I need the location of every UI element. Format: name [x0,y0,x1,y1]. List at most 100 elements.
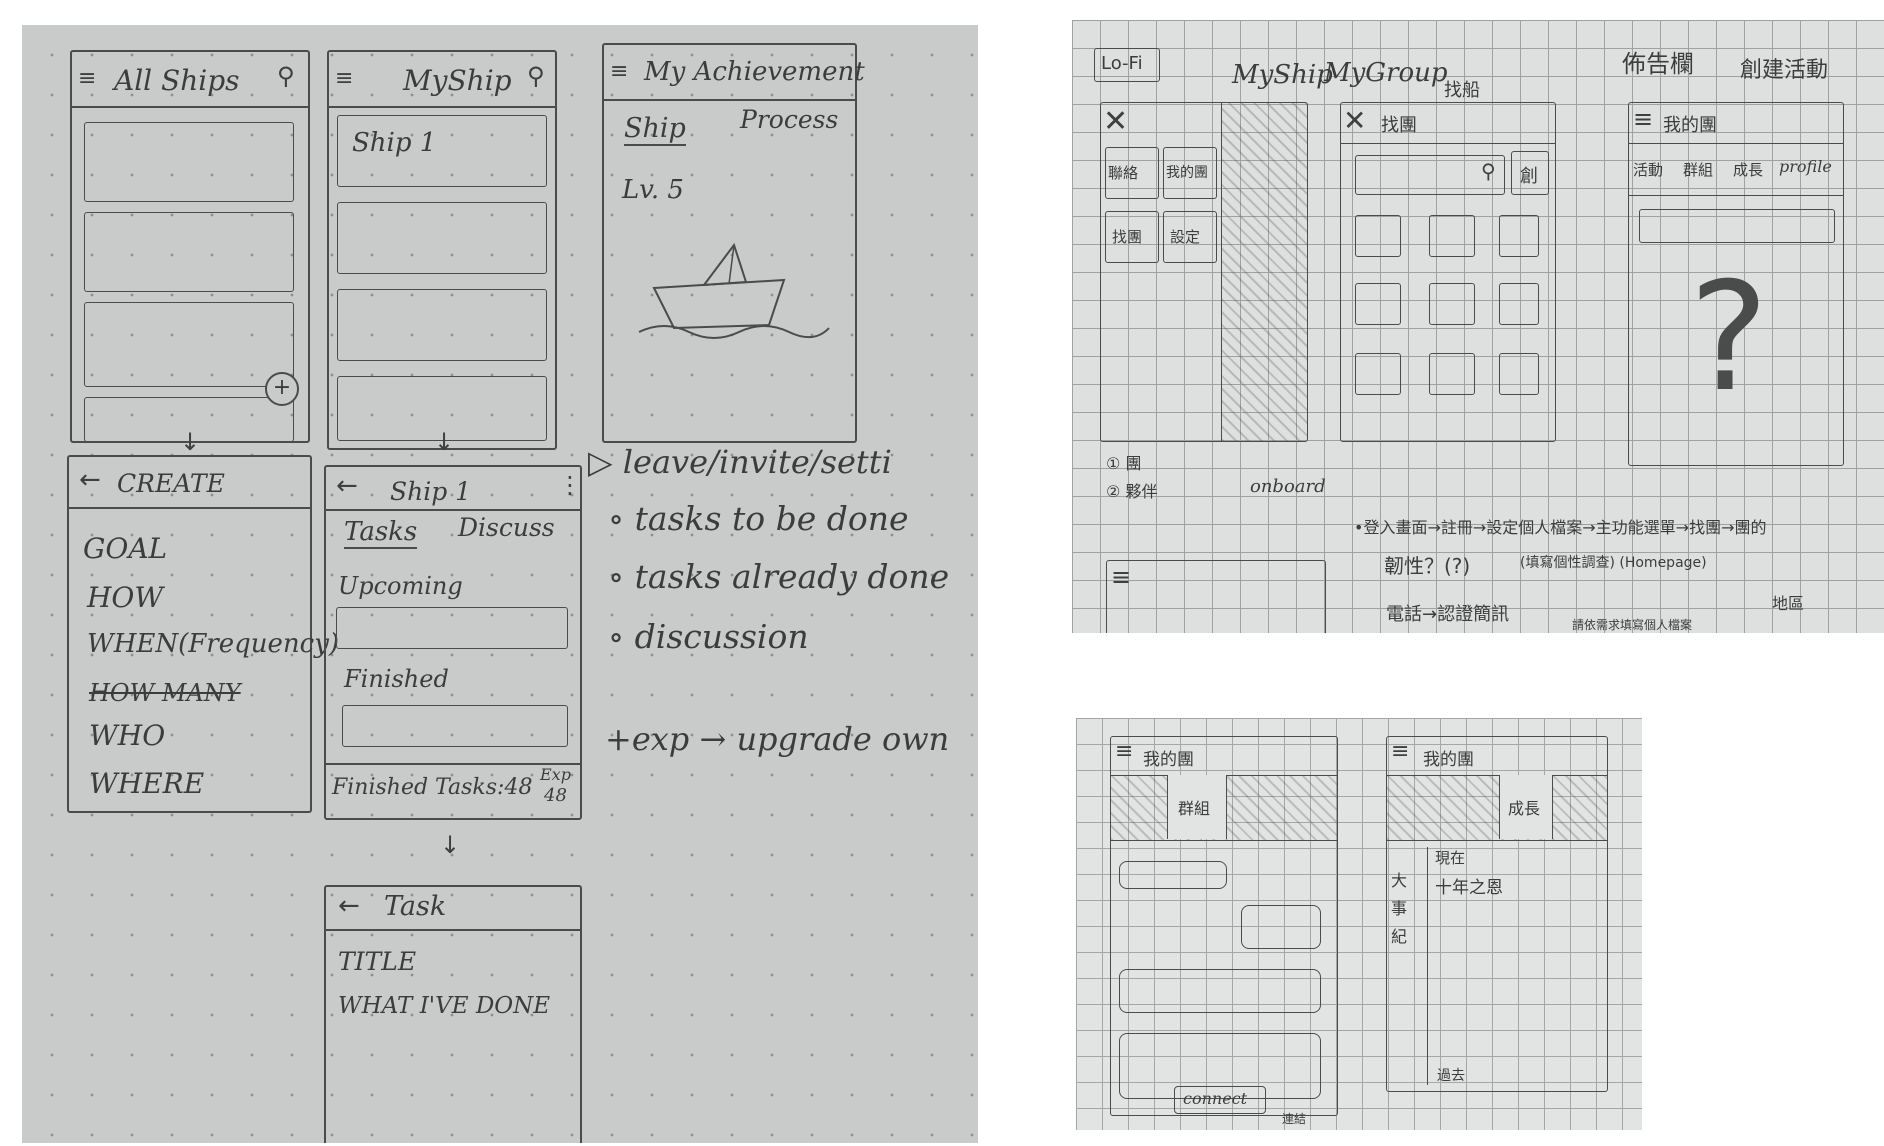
group-card[interactable] [1499,353,1539,395]
drawer-overlay [1221,103,1308,441]
hamburger-icon[interactable]: ≡ [78,66,97,91]
group-card[interactable] [1355,283,1401,325]
create-group-button[interactable]: 創 [1511,151,1549,195]
field-goal[interactable]: GOAL [83,532,168,565]
field-who[interactable]: WHO [89,719,166,752]
menu-tile-contact[interactable]: 聯絡 [1105,147,1159,199]
ship-card[interactable]: Ship 1 [337,115,547,187]
note-create-event: 創建活動 [1740,58,1829,83]
group-card[interactable] [1499,215,1539,257]
create-screen: ← CREATE GOAL HOW WHEN(Frequency) HOW MA… [67,455,339,813]
group-card[interactable] [1429,283,1475,325]
search-icon[interactable]: ⚲ [1481,159,1496,183]
field-title[interactable]: TITLE [338,947,417,976]
field-what-done[interactable]: WHAT I'VE DONE [338,993,551,1019]
myship-screen: ≡ MyShip ⚲ Ship 1 [327,50,557,450]
flow-line: •登入畫面→註冊→設定個人檔案→主功能選單→找團→團的 [1354,518,1767,537]
ship-card[interactable] [84,122,294,202]
field-when[interactable]: WHEN(Frequency) [87,629,340,659]
paper-boat-icon [638,242,830,339]
find-group-screen: ✕ 找團 ⚲ 創 [1340,102,1556,442]
level-label: Lv. 5 [622,175,684,205]
more-vertical-icon[interactable]: ⋮ [558,471,582,499]
header-myship: MyShip [1232,60,1333,90]
search-icon[interactable]: ⚲ [527,62,545,90]
tab-growth-active[interactable]: 成長 [1499,775,1553,839]
tab-growth[interactable]: 成長 [1733,161,1764,179]
connect-note: 連結 [1282,1112,1307,1126]
timeline-axis [1427,847,1428,1085]
note-bullet-2: ∘ tasks already done [608,557,950,596]
ship-card-label: Ship 1 [352,128,437,158]
group-card[interactable] [1429,353,1475,395]
ship-card[interactable] [84,302,294,387]
group-card[interactable] [1355,215,1401,257]
hamburger-icon[interactable]: ≡ [1115,739,1134,764]
connect-button[interactable]: connect [1174,1086,1266,1114]
upcoming-task-bar[interactable] [336,607,568,649]
tab-discuss[interactable]: Discuss [458,513,555,542]
menu-screen: ✕ 聯絡 我的團 找團 設定 [1100,102,1308,442]
right-top-sketch-photo: Lo-Fi MyShip MyGroup 找船 佈告欄 創建活動 ✕ 聯絡 我的… [1072,20,1884,633]
hamburger-icon[interactable]: ≡ [1391,739,1410,764]
hamburger-icon[interactable]: ≡ [1633,105,1654,133]
hamburger-icon[interactable]: ≡ [610,59,629,84]
tab-process[interactable]: Process [740,105,839,134]
ship-card[interactable] [337,289,547,361]
note-bullet-1: ∘ tasks to be done [608,499,909,538]
tab-activity[interactable]: 活動 [1633,161,1664,179]
group-card[interactable] [1355,353,1401,395]
lofi-badge: Lo-Fi [1094,48,1160,82]
ship-card[interactable] [84,212,294,292]
feature-label: 韌性？(?) [1384,554,1471,578]
tab-tasks[interactable]: Tasks [344,517,418,549]
upcoming-label: Upcoming [338,572,463,600]
mygroup-board-screen: ≡ 我的團 活動 群組 成長 profile ? [1628,102,1844,466]
ship-card[interactable] [84,397,294,442]
field-where[interactable]: WHERE [89,767,205,800]
search-icon[interactable]: ⚲ [277,62,295,90]
hamburger-icon[interactable]: ≡ [335,66,354,91]
tab-ship[interactable]: Ship [624,113,686,146]
field-how[interactable]: HOW [87,581,164,614]
region-label: 地區 [1772,594,1805,613]
tab-group[interactable]: 群組 [1683,161,1714,179]
tab-profile[interactable]: profile [1779,157,1832,176]
back-arrow-icon[interactable]: ← [338,891,360,921]
legend-group: ① 團 [1106,454,1142,473]
exp-label: Exp [540,765,571,784]
search-input[interactable] [1355,155,1505,195]
arrow-down-icon: ↓ [180,428,201,456]
achievement-screen: ≡ My Achievement Ship Process Lv. 5 [602,43,865,443]
finished-tasks-count: Finished Tasks:48 [332,775,533,800]
group-chat-screen: ≡ 我的團 群組 [1110,736,1338,1116]
menu-tile-mygroup[interactable]: 我的團 [1163,147,1217,199]
ship-card[interactable] [337,376,547,441]
group-card[interactable] [1429,215,1475,257]
add-ship-button[interactable]: + [265,372,299,406]
note-exp: +exp → upgrade own [605,720,950,758]
menu-tile-findgroup[interactable]: 找團 [1105,211,1159,263]
phone-sub: 請依需求填寫個人檔案 [1572,618,1693,632]
close-icon[interactable]: ✕ [1343,104,1367,137]
group-card[interactable] [1499,283,1539,325]
back-arrow-icon[interactable]: ← [79,465,101,495]
hamburger-icon[interactable]: ≡ [1111,563,1132,591]
ship1-title: Ship 1 [390,477,472,506]
left-sketch-photo: ≡ All Ships ⚲ + ↓ ≡ MyShip ⚲ Ship 1 ↓ ≡ … [22,25,978,1143]
create-title: CREATE [117,469,225,498]
field-how-many: HOW MANY [89,679,241,707]
back-arrow-icon[interactable]: ← [336,471,358,501]
chat-bubble [1119,861,1227,889]
finished-task-bar[interactable] [342,705,568,747]
finished-label: Finished [344,665,449,693]
growth-timeline-screen: ≡ 我的團 成長 現在 十年之恩 大事紀 過去 [1386,736,1608,1092]
growth-title: 我的團 [1423,750,1474,770]
arrow-down-icon: ↓ [440,831,461,859]
timeline-past: 過去 [1437,1068,1465,1084]
tab-group-active[interactable]: 群組 [1167,775,1227,839]
menu-tile-settings[interactable]: 設定 [1163,211,1217,263]
search-input[interactable] [1639,209,1835,243]
close-icon[interactable]: ✕ [1103,104,1129,139]
ship-card[interactable] [337,202,547,274]
